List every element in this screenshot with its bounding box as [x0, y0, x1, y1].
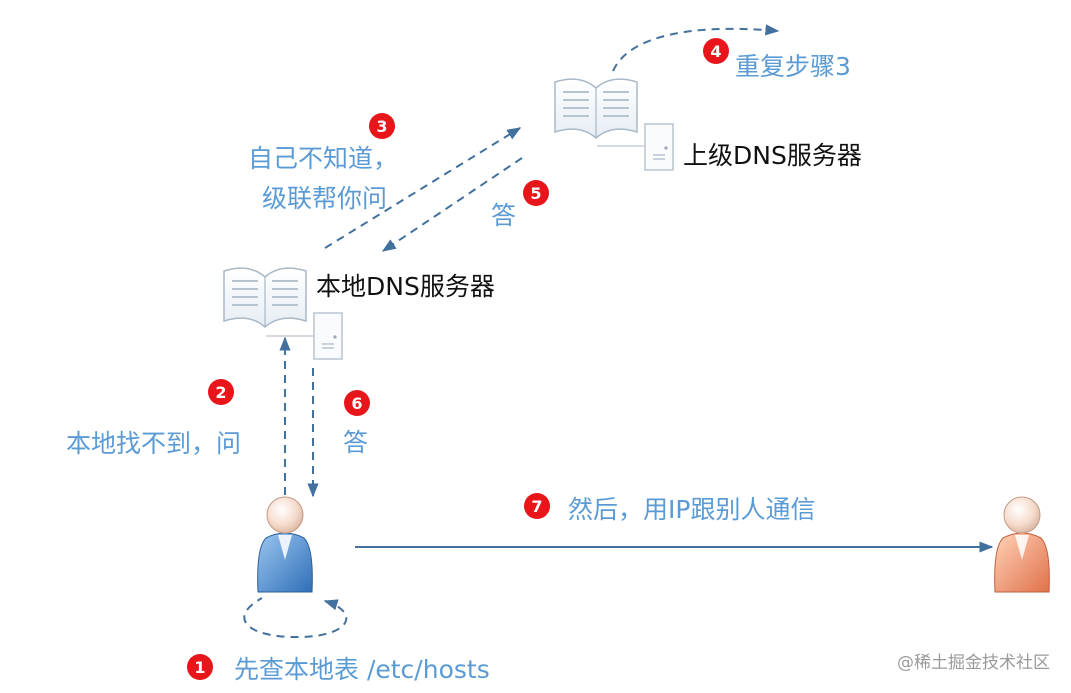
repeat-step-arrow	[612, 24, 780, 72]
step-6-label: 答	[343, 428, 368, 457]
svg-text:4: 4	[710, 42, 721, 61]
svg-text:7: 7	[531, 497, 542, 516]
step-badge-3: 3	[369, 113, 395, 139]
peer-user-icon	[994, 496, 1050, 593]
step-7-label: 然后，用IP跟别人通信	[568, 495, 815, 524]
step-badge-7: 7	[524, 493, 550, 519]
svg-text:6: 6	[351, 394, 362, 413]
svg-text:3: 3	[376, 117, 387, 136]
upper-dns-label: 上级DNS服务器	[683, 141, 862, 170]
watermark: @稀土掘金技术社区	[897, 653, 1050, 673]
step-4-label: 重复步骤3	[735, 52, 851, 81]
local-dns-server-icon	[223, 267, 343, 360]
step-badge-6: 6	[344, 390, 370, 416]
hosts-lookup-loop-arrow	[243, 597, 348, 639]
svg-text:5: 5	[530, 184, 541, 203]
forward-query-arrow	[324, 127, 522, 249]
step-badge-4: 4	[703, 38, 729, 64]
step-2-label: 本地找不到，问	[66, 429, 241, 458]
local-dns-label: 本地DNS服务器	[316, 272, 495, 301]
upper-dns-server-icon	[554, 78, 674, 171]
step-3-label-line1: 自己不知道，	[248, 144, 398, 173]
svg-text:2: 2	[215, 383, 226, 402]
step-3-label-line2: 级联帮你问	[262, 184, 387, 213]
step-badge-1: 1	[187, 654, 213, 680]
step-badge-2: 2	[208, 379, 234, 405]
svg-text:1: 1	[194, 658, 205, 677]
step-1-label: 先查本地表 /etc/hosts	[234, 655, 490, 684]
step-badge-5: 5	[523, 180, 549, 206]
client-user-icon	[257, 496, 313, 593]
step-5-label: 答	[491, 201, 516, 230]
